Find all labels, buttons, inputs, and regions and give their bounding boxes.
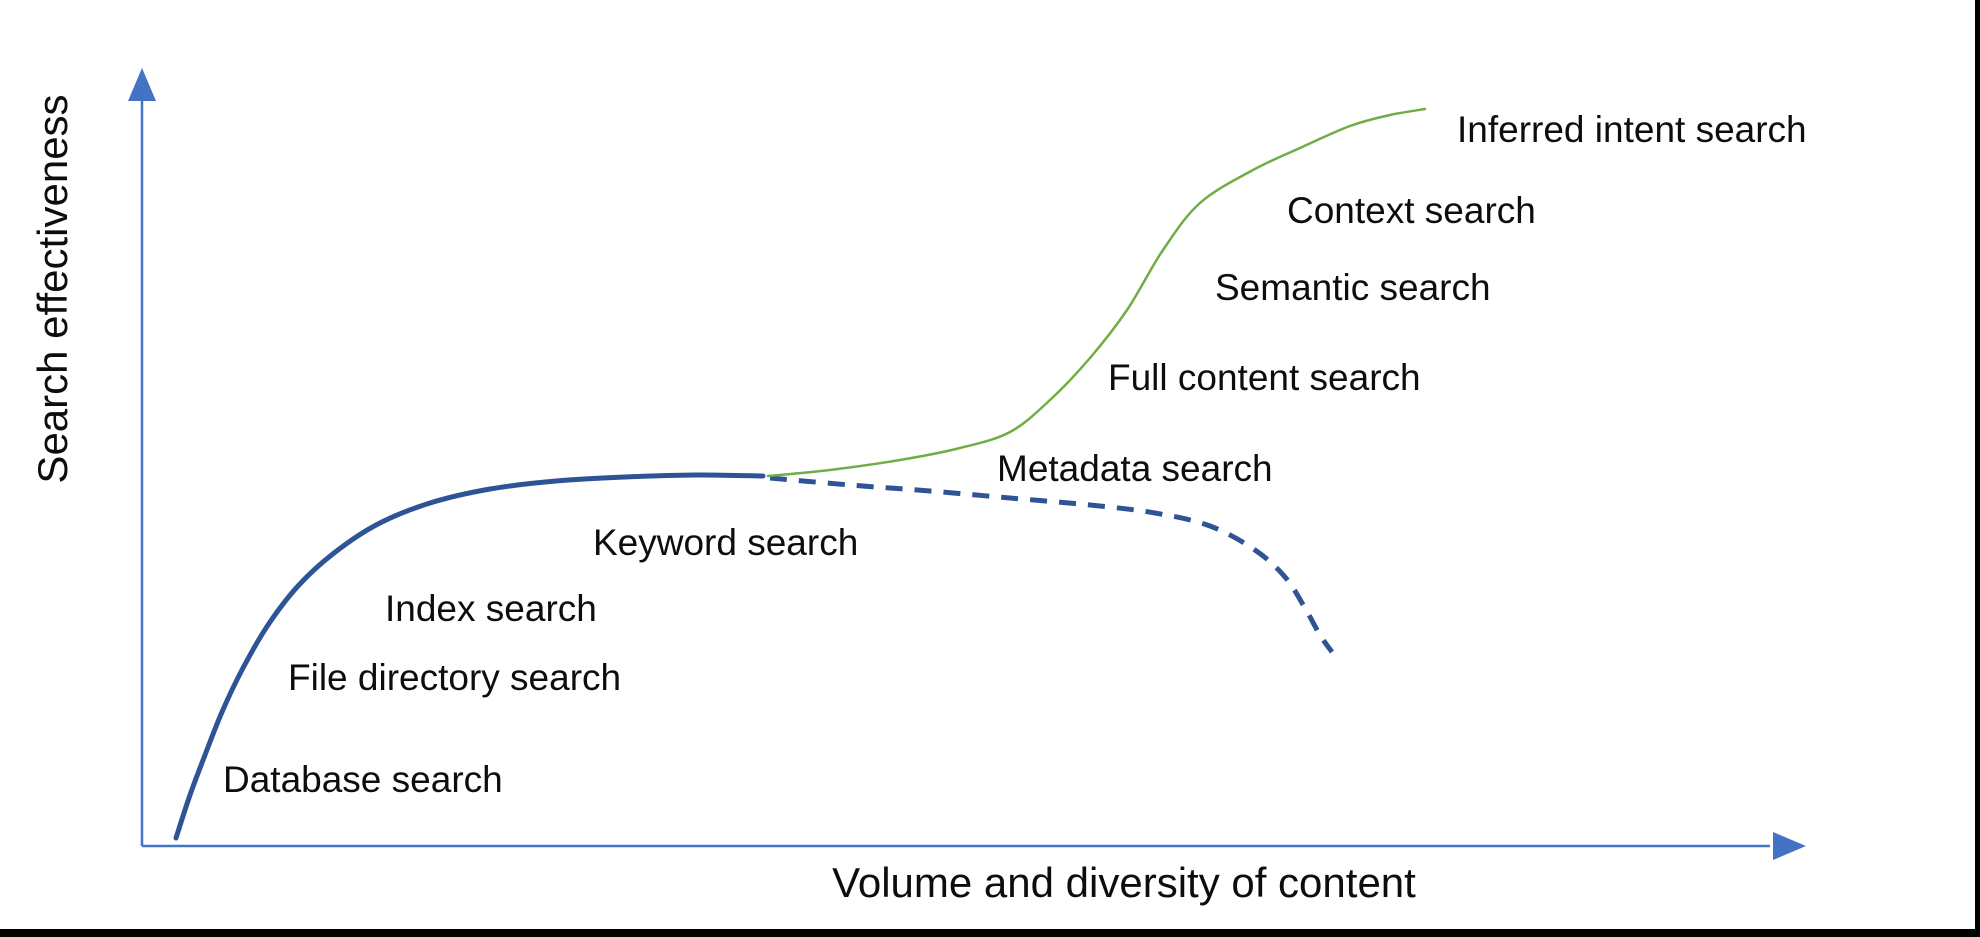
letterbox-bottom-bar	[0, 929, 1980, 937]
curve-label-context-search: Context search	[1287, 190, 1536, 231]
curve-ai-enabled-search-rising	[766, 107, 1427, 478]
x-axis-label: Volume and diversity of content	[832, 859, 1416, 906]
y-axis-label: Search effectiveness	[29, 94, 76, 483]
curve-traditional-search-effectiveness	[173, 472, 766, 841]
curve-traditional-search-declining	[769, 475, 1335, 654]
curve-labels: Database search File directory search Inde…	[223, 109, 1807, 800]
y-axis-arrowhead-icon	[128, 68, 156, 101]
x-axis-arrowhead-icon	[1773, 832, 1806, 860]
curve-label-file-directory-search: File directory search	[288, 657, 621, 698]
curve-label-semantic-search: Semantic search	[1215, 267, 1491, 308]
curves	[173, 107, 1427, 841]
curve-label-database-search: Database search	[223, 759, 503, 800]
letterbox-right-bar	[1975, 0, 1980, 937]
curve-label-metadata-search: Metadata search	[997, 448, 1273, 489]
curve-label-inferred-intent-search: Inferred intent search	[1457, 109, 1807, 150]
curve-label-index-search: Index search	[385, 588, 597, 629]
axes	[128, 68, 1806, 860]
curve-label-keyword-search: Keyword search	[593, 522, 858, 563]
curve-label-full-content-search: Full content search	[1108, 357, 1421, 398]
